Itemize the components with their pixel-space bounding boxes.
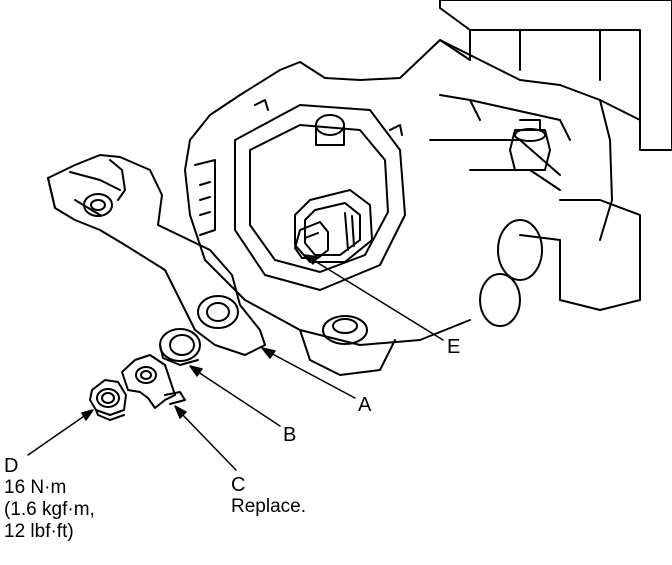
callout-label-d: D (4, 455, 19, 477)
nut-d (89, 379, 127, 421)
leader-e (309, 257, 444, 341)
arrow-c (174, 405, 187, 419)
shaft-e (294, 189, 373, 263)
torque-line-2: (1.6 kgf·m, (4, 499, 95, 520)
lock-plate-c (121, 354, 186, 409)
arrow-d (81, 409, 94, 421)
leader-b (191, 367, 281, 427)
engine-housing (184, 0, 672, 376)
callout-c-group: C Replace. (231, 474, 306, 518)
arrow-e (304, 254, 319, 265)
leader-a (264, 349, 356, 399)
arrow-a (261, 347, 276, 359)
leader-lines (27, 254, 444, 471)
replace-note: Replace. (231, 496, 306, 517)
callout-label-a: A (358, 394, 372, 416)
washer-b (159, 328, 201, 366)
arrow-b (189, 365, 203, 377)
leader-d (27, 411, 91, 456)
callout-label-e: E (447, 336, 461, 358)
torque-line-1: 16 N·m (4, 477, 67, 498)
lever-a (47, 154, 266, 356)
leader-c (177, 409, 237, 471)
callout-label-b: B (283, 424, 297, 446)
callout-label-c: C (231, 474, 246, 496)
torque-line-3: 12 lbf·ft) (4, 521, 74, 542)
callout-d-group: D 16 N·m (1.6 kgf·m, 12 lbf·ft) (4, 455, 95, 543)
